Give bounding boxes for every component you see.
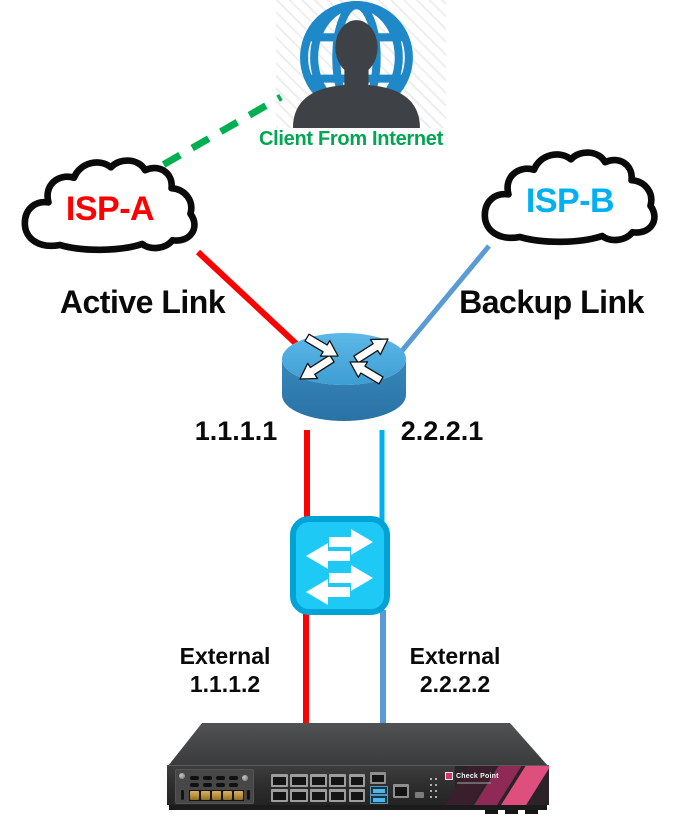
ethernet-ports [271,774,346,802]
external-left-name: External [179,643,271,669]
fiber-connectors [189,790,244,801]
globe-person-icon [292,1,420,128]
checkpoint-subtext [457,782,491,784]
isp-b-backup-link-line [399,244,491,354]
checkpoint-logo-icon [445,772,453,780]
router-right-ip-label: 2.2.2.1 [400,416,484,446]
isp-a-label: ISP-A [65,190,155,228]
status-leds [429,776,438,800]
switch-icon [289,515,391,616]
checkpoint-logo: Check Point [445,772,499,780]
console-port [370,772,386,784]
isp-a-active-link-line [195,249,308,355]
internet-dashed-link-line [133,93,283,185]
lan-port [393,784,409,798]
backup-link-label: Backup Link [459,284,644,320]
reset-button [415,792,424,798]
usb-port [370,795,388,804]
appliance-front-panel: Check Point [167,765,549,805]
isp-a-cloud: ISP-A [14,156,206,262]
screw-icon [242,775,248,781]
external-right-ip: 2.2.2.2 [419,671,491,697]
fiber-module [175,769,254,804]
external-left-ip: 1.1.1.2 [189,671,261,697]
usb-port [370,786,388,795]
isp-b-cloud: ISP-B [474,148,666,254]
external-right-label: External 2.2.2.2 [387,642,523,698]
client-label: Client From Internet [258,128,443,150]
person-icon [292,20,420,128]
uplink-ports [349,774,365,802]
appliance-bottom-edge [169,805,547,810]
firewall-appliance: Check Point [167,721,549,814]
cloud-icon [481,149,658,246]
appliance-top-panel [168,723,548,766]
internet-client-icon [276,0,446,128]
brand-stripes [442,766,549,805]
active-link-label: Active Link [59,284,226,320]
screw-icon [179,773,185,779]
router-left-ip-label: 1.1.1.1 [194,416,278,446]
external-left-label: External 1.1.1.2 [157,642,293,698]
external-right-name: External [409,643,501,669]
isp-b-label: ISP-B [525,182,615,220]
router-icon [280,331,408,425]
cloud-icon [21,157,198,254]
checkpoint-brand-text: Check Point [456,772,499,780]
